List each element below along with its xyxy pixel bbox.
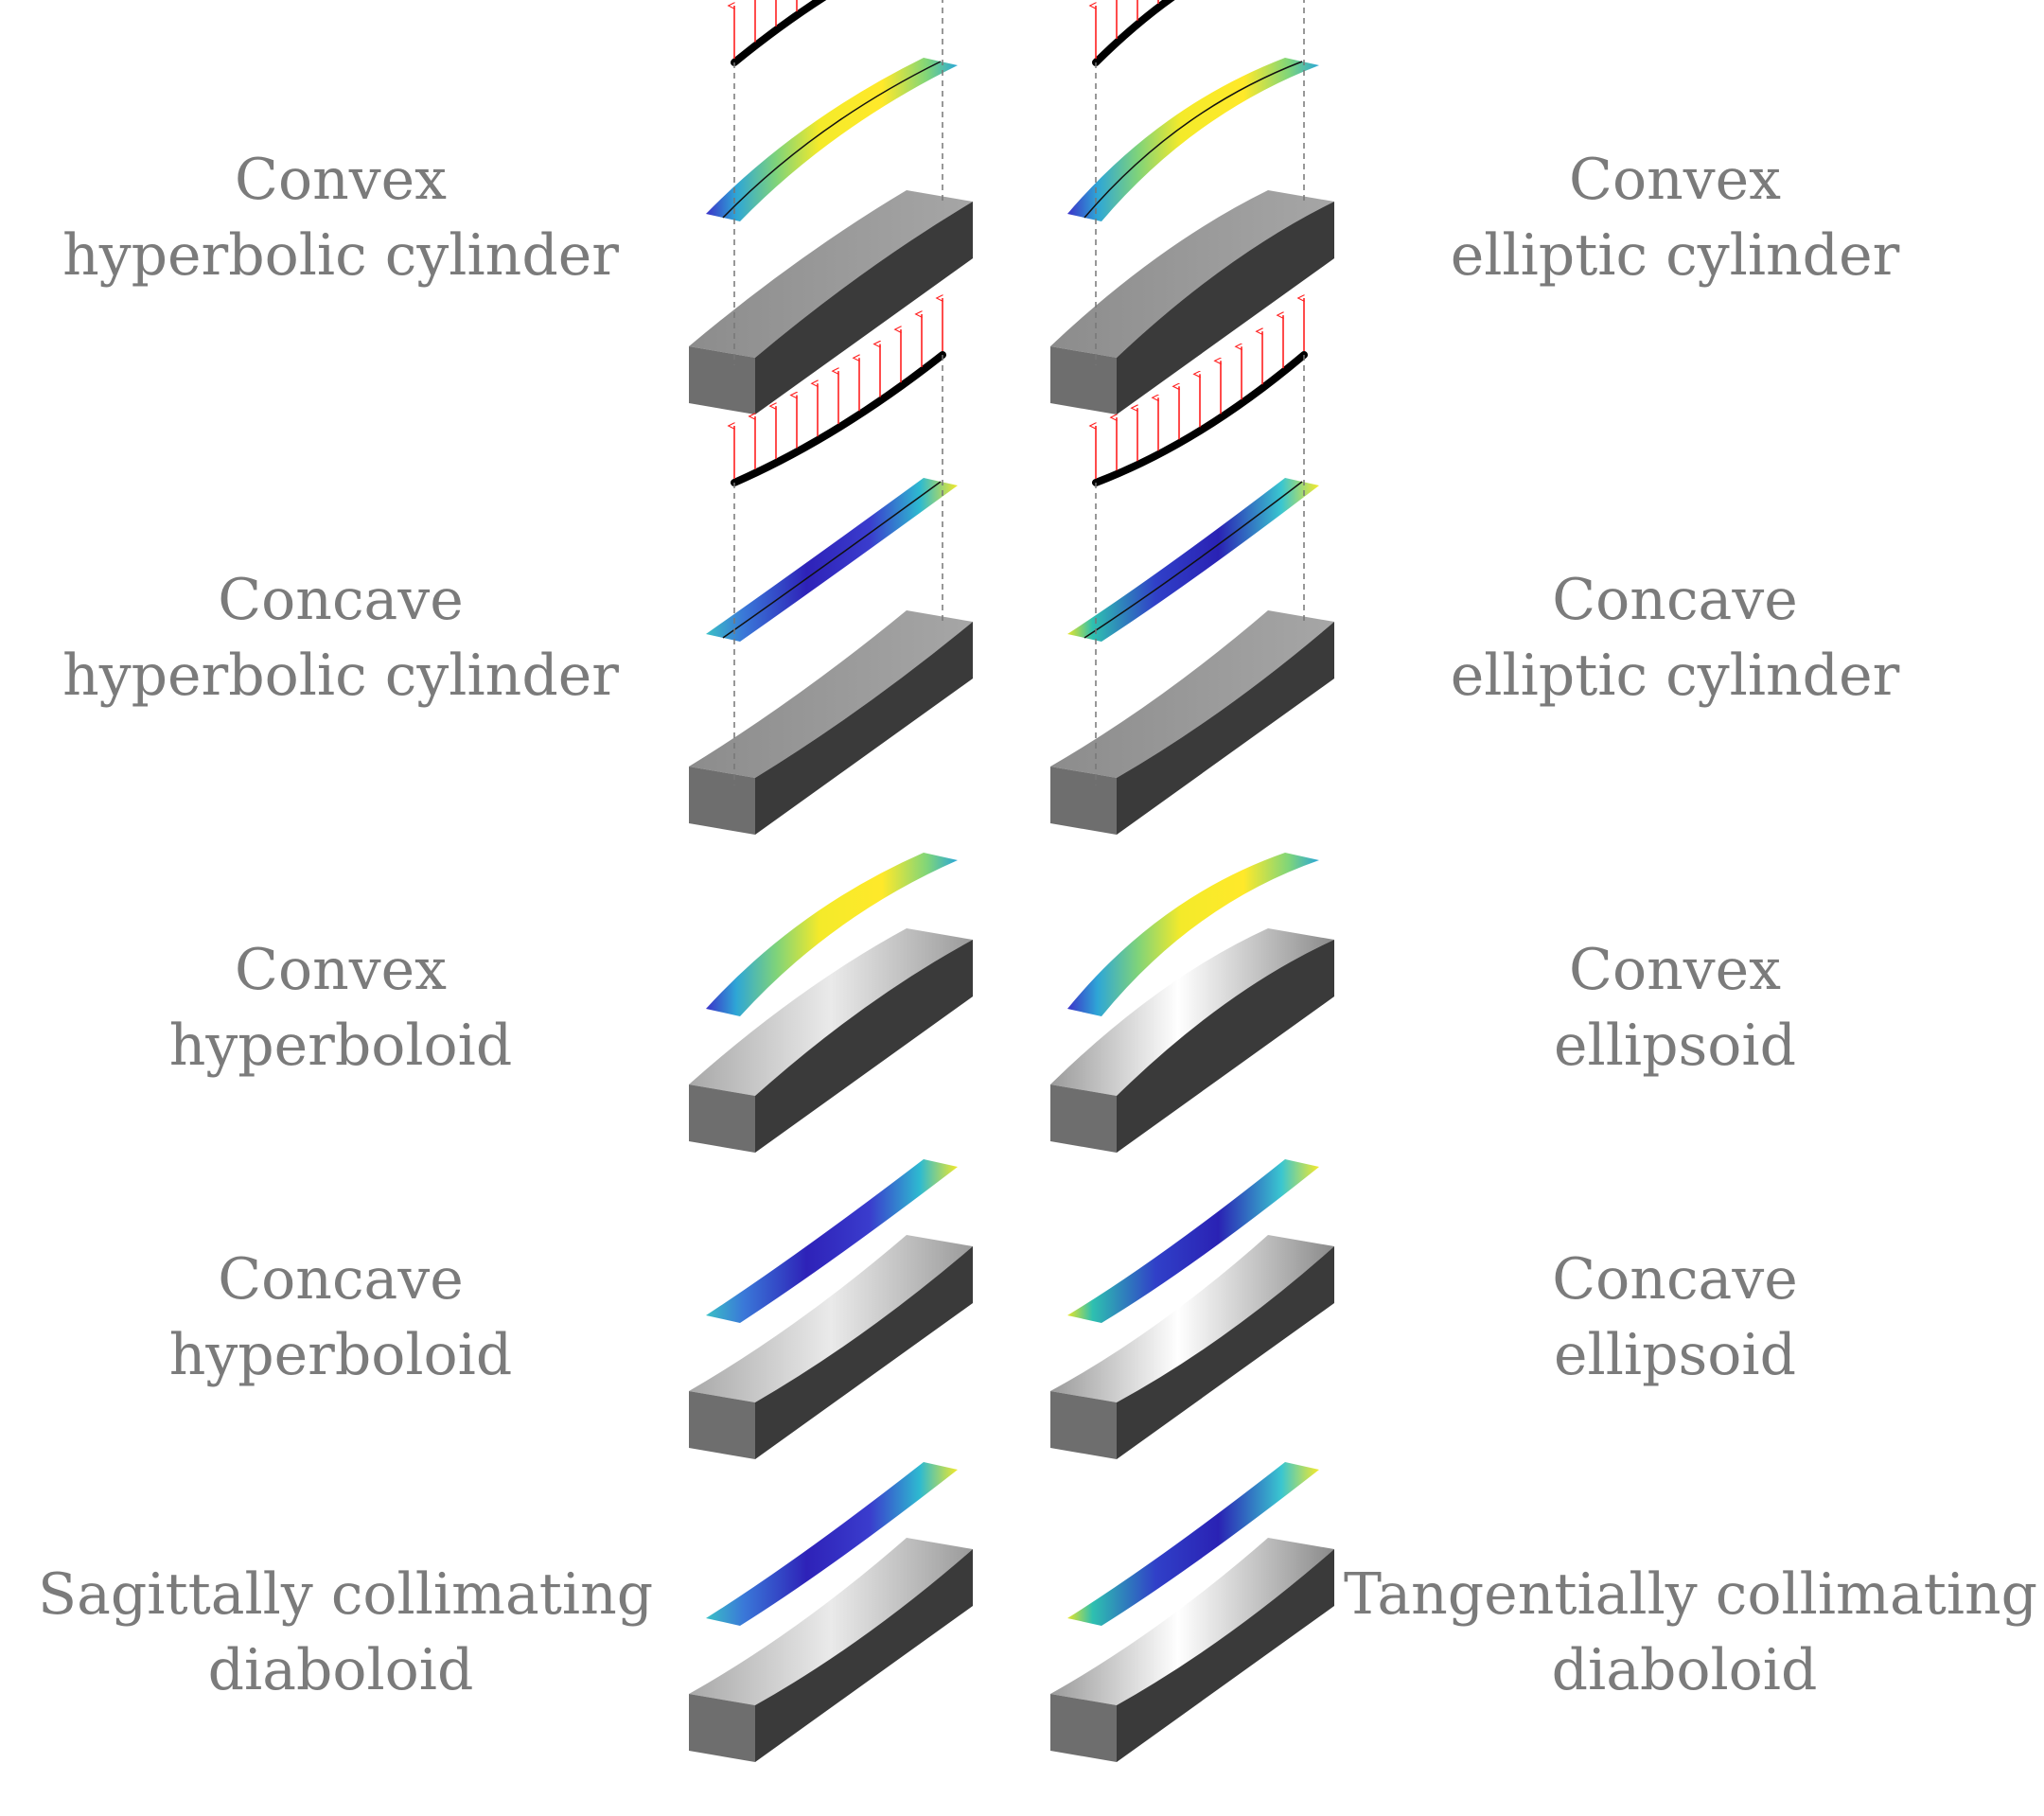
block-front-face: [689, 767, 755, 835]
block-top-face: [689, 190, 973, 358]
block-front-face: [1050, 767, 1117, 835]
mirror-convex-hyperbolic-cylinder: [689, 0, 973, 414]
mirror-concave-hyperbolic-cylinder: [689, 298, 973, 835]
block-front-face: [1050, 1084, 1117, 1153]
block-side-face: [1117, 1549, 1334, 1762]
profile-curve: [731, 351, 946, 486]
surface-height-map: [706, 58, 958, 221]
surface-center-line: [1084, 61, 1303, 219]
mirror-convex-elliptic-cylinder: [1050, 0, 1334, 414]
surface-height-map: [706, 853, 958, 1016]
profile-curve: [731, 0, 827, 66]
block-front-face: [1050, 1694, 1117, 1762]
block-top-face: [689, 1235, 973, 1402]
label-concave-hyperbolic-cylinder: Concave hyperbolic cylinder: [62, 567, 619, 709]
block-side-face: [1117, 202, 1334, 414]
block-front-face: [689, 346, 755, 414]
block-front-face: [689, 1694, 755, 1762]
block-front-face: [689, 1084, 755, 1153]
label-sagittally-collimating-diaboloid: Sagittally collimating diaboloid: [38, 1561, 654, 1703]
surface-center-line: [1084, 481, 1303, 639]
block-top-face: [689, 928, 973, 1096]
block-top-face: [1050, 1538, 1334, 1705]
mirror-concave-hyperboloid: [689, 1159, 973, 1459]
surface-height-map: [1067, 853, 1319, 1016]
label-convex-hyperbolic-cylinder: Convex hyperbolic cylinder: [62, 147, 619, 289]
block-side-face: [755, 940, 973, 1153]
label-concave-hyperboloid: Concave hyperboloid: [168, 1246, 513, 1388]
block-side-face: [755, 202, 973, 414]
block-side-face: [755, 1246, 973, 1459]
mirror-concave-elliptic-cylinder: [1050, 298, 1334, 835]
mirror-sagittally-collimating-diaboloid: [689, 1462, 973, 1762]
block-top-face: [689, 1538, 973, 1705]
mirror-convex-hyperboloid: [689, 853, 973, 1153]
label-concave-ellipsoid: Concave ellipsoid: [1552, 1246, 1798, 1388]
block-top-face: [689, 610, 973, 778]
block-top-face: [1050, 928, 1334, 1096]
surface-height-map: [706, 1159, 958, 1323]
block-top-face: [1050, 610, 1334, 778]
block-front-face: [1050, 1391, 1117, 1459]
mirror-concave-ellipsoid: [1050, 1159, 1334, 1459]
surface-height-map: [1067, 478, 1319, 642]
surface-height-map: [1067, 1462, 1319, 1626]
surface-height-map: [1067, 58, 1319, 221]
block-front-face: [1050, 346, 1117, 414]
profile-curve: [1092, 0, 1175, 66]
block-side-face: [1117, 940, 1334, 1153]
block-top-face: [1050, 190, 1334, 358]
label-tangentially-collimating-diaboloid: Tangentially collimating diaboloid: [1344, 1561, 2038, 1703]
surface-center-line: [722, 481, 942, 639]
block-top-face: [1050, 1235, 1334, 1402]
block-side-face: [1117, 1246, 1334, 1459]
block-side-face: [1117, 622, 1334, 835]
mirror-convex-ellipsoid: [1050, 853, 1334, 1153]
profile-curve: [1092, 351, 1308, 486]
mirror-tangentially-collimating-diaboloid: [1050, 1462, 1334, 1762]
label-concave-elliptic-cylinder: Concave elliptic cylinder: [1450, 567, 1900, 709]
surface-center-line: [722, 61, 942, 219]
label-convex-elliptic-cylinder: Convex elliptic cylinder: [1450, 147, 1900, 289]
label-convex-hyperboloid: Convex hyperboloid: [168, 937, 513, 1079]
label-convex-ellipsoid: Convex ellipsoid: [1554, 937, 1796, 1079]
block-front-face: [689, 1391, 755, 1459]
block-side-face: [755, 622, 973, 835]
block-side-face: [755, 1549, 973, 1762]
surface-height-map: [1067, 1159, 1319, 1323]
surface-height-map: [706, 1462, 958, 1626]
